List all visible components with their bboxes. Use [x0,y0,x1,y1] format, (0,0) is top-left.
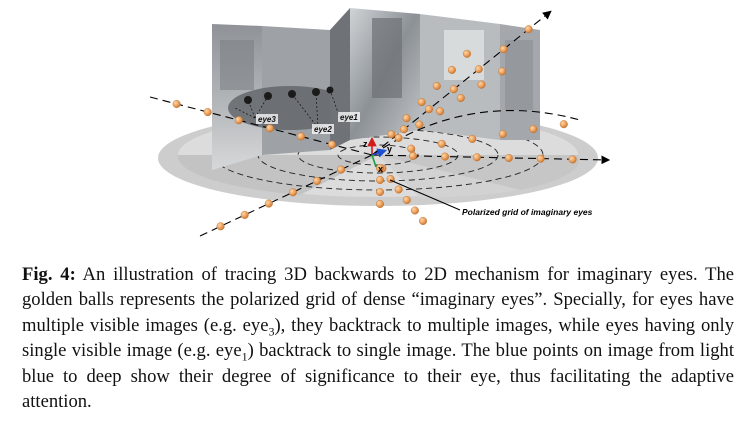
imaginary-eye-ball [468,134,477,143]
imaginary-eye-ball [407,144,416,153]
imaginary-eye-ball [449,85,458,94]
imaginary-eye-ball [524,25,533,34]
imaginary-eye-ball [402,114,411,123]
imaginary-eye-ball [337,165,346,174]
imaginary-eye-ball [499,45,508,54]
imaginary-eye-ball [432,81,441,90]
caption-label: Fig. 4: [22,264,76,285]
imaginary-eye-ball [265,124,274,133]
imaginary-eye-ball [447,65,456,74]
annotation-pointer [389,179,461,211]
caption-sub-2: 1 [241,349,248,364]
imaginary-eye-ball [504,153,513,162]
imaginary-eye-ball [313,176,322,185]
imaginary-eye-ball [376,199,385,208]
imaginary-eye-ball [203,108,212,117]
imaginary-eye-ball [328,140,337,149]
imaginary-eye-ball [410,206,419,215]
imaginary-eye-ball [474,65,483,74]
imaginary-eye-ball [394,133,403,142]
eye2-label: eye2 [314,125,332,134]
imaginary-eye-ball [240,210,249,219]
imaginary-eye-ball [477,80,486,89]
imaginary-eye-balls [172,25,577,231]
imaginary-eye-ball [498,129,507,138]
imaginary-eye-ball [463,49,472,58]
caption-text-3: ) backtrack to single image. The blue po… [22,340,734,413]
imaginary-eye-ball [419,216,428,225]
imaginary-eye-ball [376,187,385,196]
imaginary-eye-ball [415,120,424,129]
imaginary-eye-ball [436,107,445,116]
imaginary-eye-ball [264,199,273,208]
figure-caption: Fig. 4: An illustration of tracing 3D ba… [22,262,734,414]
imaginary-eye-ball [376,175,385,184]
imaginary-eye-ball [441,152,450,161]
caption-sub-1: 3 [268,324,275,339]
imaginary-eye-ball [529,125,538,134]
axis-z-label: z [363,139,368,149]
imaginary-eye-ball [437,139,446,148]
axis-y-label: y [387,144,392,154]
coordinate-axes: z y x [363,136,392,174]
eye-labels: eye3 eye2 eye1 [256,112,360,134]
caption-text-1: An illustration of tracing 3D backwards … [22,264,734,336]
imaginary-eye-ball [472,153,481,162]
imaginary-eye-ball [425,105,434,114]
image-panel-center [330,8,420,150]
axis-x-label: x [378,164,383,174]
imaginary-eye-ball [409,151,418,160]
eye1-label: eye1 [340,113,358,122]
imaginary-eye-ball [297,132,306,141]
imaginary-eye-ball [387,130,396,139]
imaginary-eye-ball [456,93,465,102]
imaginary-eye-ball [559,120,568,129]
imaginary-eye-ball [568,155,577,164]
imaginary-eye-ball [234,116,243,125]
imaginary-eye-ball [400,125,409,134]
imaginary-eye-ball [172,99,181,108]
imaginary-eye-ball [498,67,507,76]
imaginary-eye-ball [376,163,385,172]
eye3-label: eye3 [258,115,276,124]
imaginary-eye-ball [402,195,411,204]
image-panel-right [420,14,540,140]
annotation-label: Polarized grid of imaginary eyes [462,207,593,217]
imaginary-eye-ball [394,185,403,194]
image-panel-left [212,24,352,170]
figure-illustration: z y x eye3 eye2 eye1 Polarized grid of i… [149,8,611,237]
imaginary-eye-ball [417,98,426,107]
imaginary-eye-ball [216,222,225,231]
caption-text-2: ), they backtrack to multiple images, wh… [22,314,734,362]
imaginary-eye-ball [288,188,297,197]
imaginary-eye-ball [536,154,545,163]
